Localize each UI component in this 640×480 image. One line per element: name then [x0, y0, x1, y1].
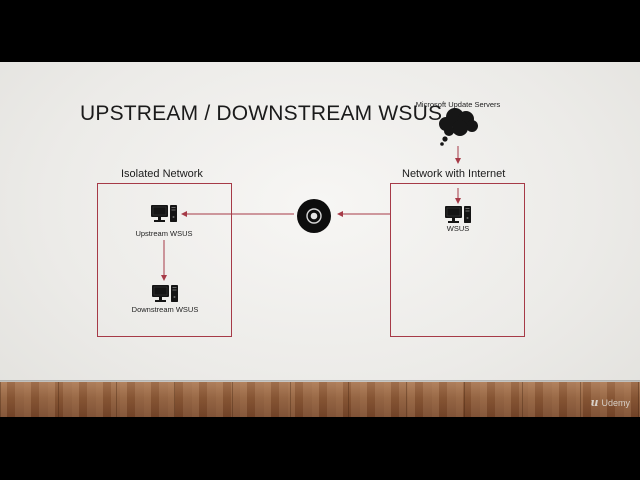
upstream-wsus-label: Upstream WSUS	[135, 229, 193, 238]
upstream-computer-icon	[150, 204, 178, 223]
cloud-icon	[439, 108, 478, 146]
disc-icon	[297, 199, 331, 233]
internet-network-label: Network with Internet	[402, 168, 506, 180]
isolated-network-box	[97, 183, 232, 337]
udemy-name: Udemy	[601, 398, 630, 408]
slide: UPSTREAM / DOWNSTREAM WSUS Isolated Netw…	[0, 62, 640, 417]
wsus-label: WSUS	[446, 224, 470, 233]
isolated-network-label: Isolated Network	[121, 168, 203, 180]
udemy-logo-icon: u	[590, 396, 599, 409]
downstream-wsus-label: Downstream WSUS	[131, 305, 199, 314]
internet-network-box	[390, 183, 525, 337]
downstream-computer-icon	[151, 284, 179, 303]
slide-title: UPSTREAM / DOWNSTREAM WSUS	[80, 102, 443, 125]
cloud-label: Microsoft Update Servers	[415, 100, 501, 109]
diagram-graphics	[150, 108, 478, 303]
wood-floor	[0, 382, 640, 417]
wsus-computer-icon	[444, 205, 472, 224]
